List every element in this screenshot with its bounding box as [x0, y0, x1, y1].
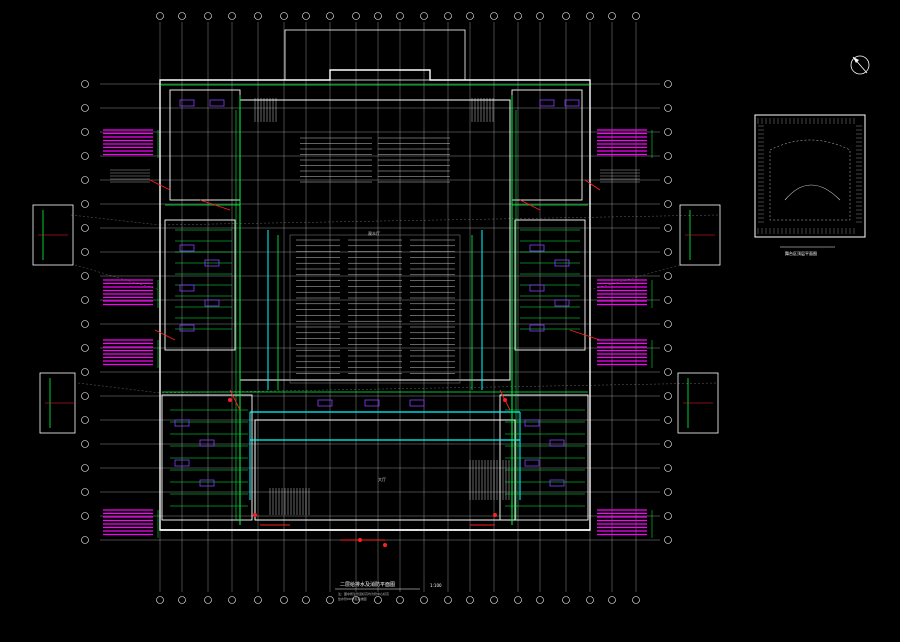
- drawing-note-2: 给水管DN详见系统图: [338, 597, 367, 601]
- drawing-scale: 1:100: [430, 583, 442, 588]
- north-arrow-icon: [850, 55, 870, 75]
- drawing-title: 二层给排水及消防平面图: [340, 582, 396, 588]
- annotation-blocks: [103, 129, 653, 538]
- axis-bubbles: [81, 12, 672, 604]
- drawing-note-1: 注：图中所注管道标高均为管中心标高: [338, 592, 390, 596]
- detail-title: 舞台区顶层平面图: [785, 251, 817, 256]
- building-walls: [159, 29, 591, 531]
- plumbing-pipes: [149, 84, 601, 547]
- room-label-lobby: 大厅: [378, 477, 386, 482]
- room-label-auditorium: 观众厅: [368, 231, 380, 236]
- auditorium-seating: [289, 137, 461, 384]
- side-details: [32, 114, 866, 590]
